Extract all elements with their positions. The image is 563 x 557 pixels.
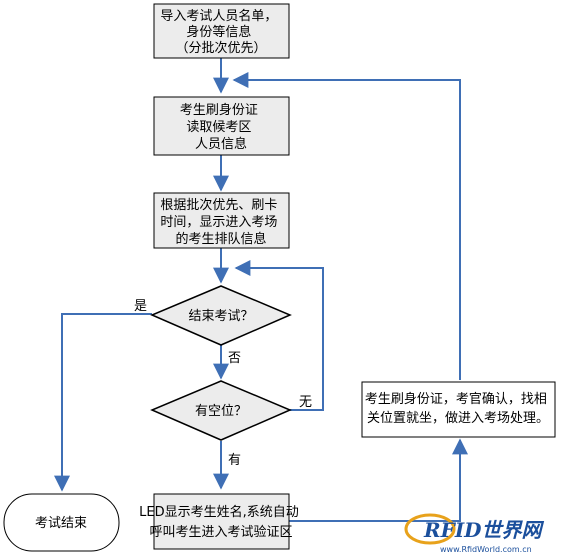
- arrow-led-to-seat: [289, 438, 468, 522]
- decision-vacancy: [150, 380, 292, 441]
- label-no: 否: [228, 351, 241, 366]
- text-led-call: LED显示考生姓名,系统自动 呼叫考生进入考试验证区: [139, 504, 303, 540]
- text-swipe-id: 考生刷身份证 读取候考区 人员信息: [180, 102, 262, 152]
- connectors: [54, 58, 468, 522]
- arrow-no-vacancy-loop: [234, 260, 324, 411]
- text-import-list: 导入考试人员名单， 身份等信息 （分批次优先）: [160, 8, 281, 56]
- arrow-yes-to-exam-end: [54, 313, 152, 492]
- logo-text: RFID世界网: [423, 518, 545, 542]
- text-seat-process: 考生刷身份证，考官确认，找相 关位置就坐，做进入考场处理。: [365, 391, 551, 426]
- node-import-list: [153, 3, 290, 59]
- arrow-seat-back-to-swipe: [232, 72, 461, 380]
- label-has: 有: [228, 453, 241, 468]
- node-queue-info: [153, 192, 290, 249]
- rfid-world-logo: RFID世界网 www.RfidWorld.com.cn: [404, 513, 545, 554]
- text-vacancy-question: 有空位？: [195, 404, 247, 419]
- logo-url: www.RfidWorld.com.cn: [440, 545, 532, 554]
- label-yes: 是: [134, 299, 147, 314]
- node-exam-end: [3, 493, 120, 552]
- node-swipe-id: [153, 96, 290, 156]
- node-seat-process: [361, 381, 556, 438]
- decision-end-exam: [150, 285, 292, 346]
- text-exam-end: 考试结束: [35, 516, 87, 531]
- text-queue-info: 根据批次优先、刷卡 时间，显示进入考场 的考生排队信息: [160, 197, 281, 247]
- node-led-call: [153, 493, 290, 550]
- text-end-exam-question: 结束考试？: [188, 309, 253, 324]
- label-none: 无: [299, 395, 312, 410]
